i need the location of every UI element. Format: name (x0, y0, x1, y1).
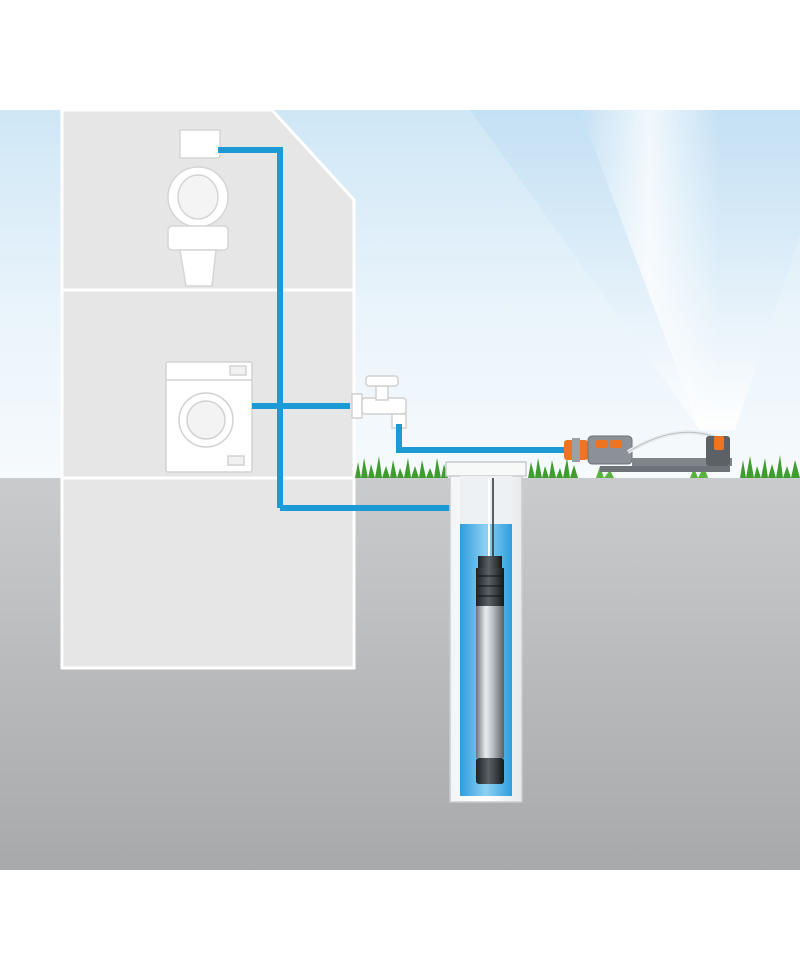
washing-machine-icon (165, 361, 253, 473)
outdoor-tap-icon (351, 375, 407, 429)
oscillating-sprinkler-icon (564, 430, 732, 472)
pipe-to-sprinkler (396, 424, 586, 453)
sprinkler-spray-core (580, 110, 720, 430)
grass-left (355, 456, 448, 478)
submersible-pump-icon (476, 556, 504, 784)
grass-right (528, 455, 800, 478)
toilet-icon (167, 129, 229, 287)
pipe-to-toilet (218, 147, 283, 508)
